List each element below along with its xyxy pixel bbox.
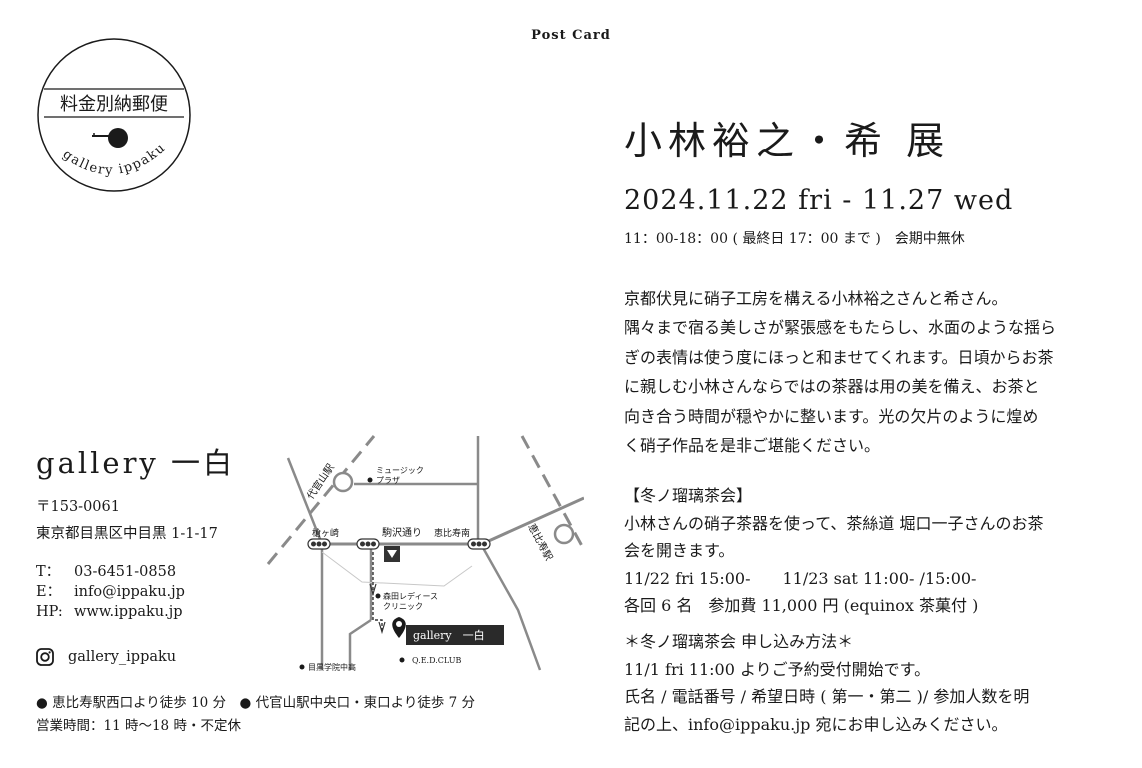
instagram-row: gallery_ippaku [36, 648, 176, 666]
hp-row: HP: www.ippaku.jp [36, 602, 185, 622]
email-label: E： [36, 584, 62, 600]
description-line: ぎの表情は使う度にほっと和ませてくれます。日頃からお茶 [624, 347, 1054, 367]
map-ebisu-minami: 恵比寿南 [434, 527, 470, 539]
map-music-plaza-2: プラザ [376, 476, 400, 485]
map-clinic-2: クリニック [383, 602, 423, 611]
application-line: 氏名 / 電話番号 / 希望日時 ( 第一・第二 )/ 参加人数を明 [624, 687, 1030, 706]
tel-number: 03-6451-0858 [74, 564, 177, 580]
postage-stamp: 料金別納郵便 gallery ippaku [37, 38, 191, 192]
gallery-name: gallery 一白 [36, 446, 236, 480]
map-hinokizaka: 槍ヶ崎 [312, 527, 339, 539]
gallery-pin-icon [392, 617, 406, 638]
postcard-header: Post Card [531, 28, 611, 43]
access-map: gallery 一白 代官山駅 恵比寿駅 ミュージック プラザ 槍ヶ崎 駒沢通り… [266, 435, 584, 672]
description-line: に親しむ小林さんならではの茶器は用の美を備え、お茶と [624, 377, 1040, 397]
tea-party-line: 会を開きます。 [624, 541, 735, 560]
tel-row: T： 03-6451-0858 [36, 562, 185, 582]
tea-party-line: 小林さんの硝子茶器を使って、茶絲道 堀口一子さんのお茶 [624, 513, 1044, 533]
map-music-plaza-1: ミュージック [376, 466, 424, 475]
description-line: 京都伏見に硝子工房を構える小林裕之さんと希さん。 [624, 289, 1008, 308]
hp-label: HP: [36, 604, 63, 620]
gallery-address: 〒153-0061 東京都目黒区中目黒 1-1-17 [36, 494, 218, 548]
ippaku-logo-icon [92, 128, 128, 148]
exhibition-dates: 2024.11.22 fri - 11.27 wed [624, 185, 1014, 216]
map-station-daikanyama: 代官山駅 [304, 461, 337, 501]
map-station-ebisu: 恵比寿駅 [525, 521, 555, 562]
business-hours: 営業時間：11 時〜18 時・不定休 [36, 718, 241, 734]
tel-label: T： [36, 564, 61, 580]
access-info: ● 恵比寿駅西口より徒歩 10 分 ● 代官山駅中央口・東口より徒歩 7 分 営… [36, 692, 475, 738]
description-line: く硝子作品を是非ご堪能ください。 [624, 436, 881, 456]
tea-party-heading: 【冬ノ瑠璃茶会】 [624, 486, 753, 505]
application-info: ＊冬ノ瑠璃茶会 申し込み方法＊ 11/1 fri 11:00 よりご予約受付開始… [624, 628, 1029, 738]
postage-text: 料金別納郵便 [60, 94, 168, 115]
application-line: 11/1 fri 11:00 よりご予約受付開始です。 [624, 659, 931, 679]
email-row: E： info@ippaku.jp [36, 582, 185, 602]
tea-party-info: 【冬ノ瑠璃茶会】 小林さんの硝子茶器を使って、茶絲道 堀口一子さんのお茶 会を開… [624, 482, 1044, 620]
instagram-icon [36, 648, 54, 666]
postal-code: 〒153-0061 [36, 499, 120, 515]
description-line: 隅々まで宿る美しさが緊張感をもたらし、水面のような揺ら [624, 318, 1057, 338]
access-directions: ● 恵比寿駅西口より徒歩 10 分 ● 代官山駅中央口・東口より徒歩 7 分 [36, 695, 476, 711]
street-address: 東京都目黒区中目黒 1-1-17 [36, 526, 218, 542]
map-komazawa: 駒沢通り [382, 526, 422, 539]
map-school: 目黒学院中高 [308, 662, 356, 672]
exhibition-hours: 11：00-18：00 ( 最終日 17：00 まで ) 会期中無休 [624, 231, 965, 247]
email-address: info@ippaku.jp [74, 584, 185, 600]
application-line: 記の上、info@ippaku.jp 宛にお申し込みください。 [624, 714, 1008, 734]
instagram-handle: gallery_ippaku [68, 649, 177, 665]
map-club: Q.E.D.CLUB [412, 656, 461, 665]
map-gallery-label: gallery 一白 [413, 628, 485, 642]
description-line: 向き合う時間が穏やかに整います。光の欠片のように煌め [624, 406, 1039, 426]
tea-party-line: 11/22 fri 15:00- 11/23 sat 11:00- /15:00… [624, 568, 977, 588]
homepage-url: www.ippaku.jp [74, 604, 183, 620]
application-heading: ＊冬ノ瑠璃茶会 申し込み方法＊ [624, 632, 854, 651]
tea-party-line: 各回 6 名 参加費 11,000 円 (equinox 茶菓付 ) [624, 596, 979, 615]
map-clinic-1: 森田レディース [383, 591, 438, 601]
exhibition-description: 京都伏見に硝子工房を構える小林裕之さんと希さん。 隅々まで宿る美しさが緊張感をも… [624, 284, 1056, 460]
gallery-contact: T： 03-6451-0858 E： info@ippaku.jp HP: www.i… [36, 562, 185, 622]
exhibition-title: 小林裕之・希 展 [624, 119, 951, 163]
landmark-icon [384, 546, 400, 562]
